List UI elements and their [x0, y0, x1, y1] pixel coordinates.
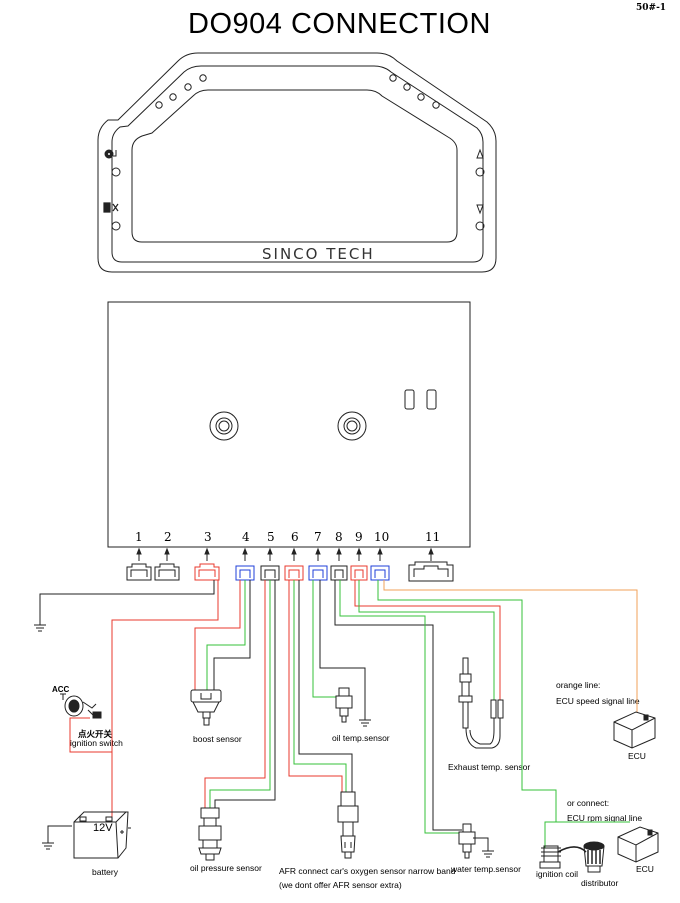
orange-line-label: orange line: — [556, 680, 601, 690]
ignition-coil-label: ignition coil — [536, 869, 579, 879]
oil-temp-sensor-label: oil temp.sensor — [332, 733, 390, 743]
ecu-top-icon — [613, 711, 656, 749]
pin-arrows — [136, 547, 434, 561]
connector-9 — [350, 565, 368, 581]
pin-label-7: 7 — [314, 530, 322, 544]
pin-label-4: 4 — [242, 530, 250, 544]
wire-rpm-to-coil — [544, 821, 556, 848]
battery-icon — [73, 811, 131, 859]
ignition-coil-icon — [539, 845, 587, 869]
dip-switch-2 — [426, 389, 437, 410]
pin-label-6: 6 — [291, 530, 299, 544]
connector-1 — [126, 563, 152, 581]
pin-label-10: 10 — [374, 530, 390, 544]
wire-boost-black — [213, 580, 251, 690]
brand-label: SINCO TECH — [262, 245, 375, 263]
wire-speed-orange — [383, 580, 638, 712]
distributor-label: distributor — [581, 878, 619, 888]
down-arrow-icon — [476, 204, 484, 215]
wire-watertemp-black — [334, 580, 462, 831]
wire-boost-red — [194, 580, 241, 690]
wire-ignition-red — [69, 717, 112, 753]
wire-oilpress-red — [204, 580, 266, 808]
pin-label-1: 1 — [135, 530, 143, 544]
pin-label-5: 5 — [267, 530, 275, 544]
dash-outer-shell — [97, 52, 497, 273]
water-temp-sensor-icon — [458, 823, 476, 859]
oil-pressure-sensor-icon — [198, 807, 222, 861]
wire-afr-green — [293, 580, 347, 792]
dash-screen — [131, 89, 458, 243]
pin-label-8: 8 — [335, 530, 343, 544]
afr-oxygen-sensor-icon — [337, 791, 359, 859]
connector-11 — [408, 561, 454, 582]
wire-afr-red — [288, 580, 343, 792]
wire-oilpress-green — [209, 580, 271, 808]
connector-5 — [260, 565, 280, 581]
ground-symbol-3 — [359, 719, 371, 727]
dash-back-housing — [107, 301, 471, 548]
ecu-bottom-icon — [617, 826, 659, 863]
afr-label-line1: AFR connect car's oxygen sensor narrow b… — [279, 866, 456, 876]
boost-sensor-icon — [190, 689, 222, 726]
gear-enter-icon — [104, 149, 117, 159]
connector-10 — [370, 565, 390, 581]
connector-8 — [330, 565, 348, 581]
wire-exhaust-red — [354, 580, 501, 700]
pin-label-9: 9 — [355, 530, 363, 544]
pin-label-3: 3 — [204, 530, 212, 544]
page-title: DO904 CONNECTION — [188, 8, 491, 40]
or-connect-label: or connect: — [567, 798, 610, 808]
dip-switch-1 — [404, 389, 415, 410]
exhaust-temp-sensor-icon — [458, 657, 504, 749]
mount-stud-left — [209, 411, 239, 441]
exhaust-temp-sensor-label: Exhaust temp. sensor — [448, 762, 531, 772]
boost-sensor-label: boost sensor — [193, 734, 242, 744]
wire-watertemp-gnd — [473, 837, 489, 851]
oil-temp-sensor-icon — [335, 687, 353, 723]
ignition-switch-label: ignition switch — [70, 738, 123, 748]
ignition-switch-icon — [64, 695, 102, 719]
wire-battery-ground — [47, 825, 72, 843]
up-arrow-icon — [476, 148, 484, 159]
wire-oiltemp-green — [312, 580, 336, 698]
pin-label-11: 11 — [425, 530, 441, 544]
wire-ground — [39, 580, 215, 625]
afr-label-line2: (we dont offer AFR sensor extra) — [279, 880, 402, 890]
ignition-switch-cn-label: 点火开关 — [78, 729, 113, 739]
ecu-speed-label: ECU speed signal line — [556, 696, 640, 706]
wire-oilpress-black — [214, 580, 276, 808]
connector-7 — [308, 565, 328, 581]
distributor-icon — [583, 841, 605, 873]
connector-6 — [284, 565, 304, 581]
ecu-top-label: ECU — [628, 751, 646, 761]
pin-label-2: 2 — [164, 530, 172, 544]
battery-label: battery — [92, 867, 118, 877]
battery-voltage-label: 12V — [93, 822, 113, 834]
wire-watertemp-green — [339, 580, 459, 834]
connector-4 — [235, 565, 255, 581]
wire-exhaust-green — [358, 580, 495, 700]
connector-3 — [194, 563, 220, 581]
ground-symbol-1 — [34, 624, 46, 632]
ground-symbol-4 — [482, 850, 494, 858]
tail-light-icon — [103, 202, 119, 213]
wire-afr-black — [298, 580, 353, 792]
connector-2 — [154, 563, 180, 581]
wire-oiltemp-black — [319, 580, 366, 720]
oil-pressure-sensor-label: oil pressure sensor — [190, 863, 262, 873]
wire-boost-green — [206, 580, 246, 690]
key-icon — [60, 693, 66, 700]
wire-power-red — [111, 580, 219, 822]
page-code: 50#-1 — [636, 3, 667, 13]
ground-symbol-2 — [42, 842, 54, 850]
water-temp-sensor-label: water temp.sensor — [451, 864, 521, 874]
dash-inner-shell — [111, 65, 484, 263]
mount-stud-right — [337, 411, 367, 441]
acc-label: ACC — [52, 685, 70, 694]
ecu-rpm-label: ECU rpm signal line — [567, 813, 643, 823]
ecu-bottom-label: ECU — [636, 864, 654, 874]
